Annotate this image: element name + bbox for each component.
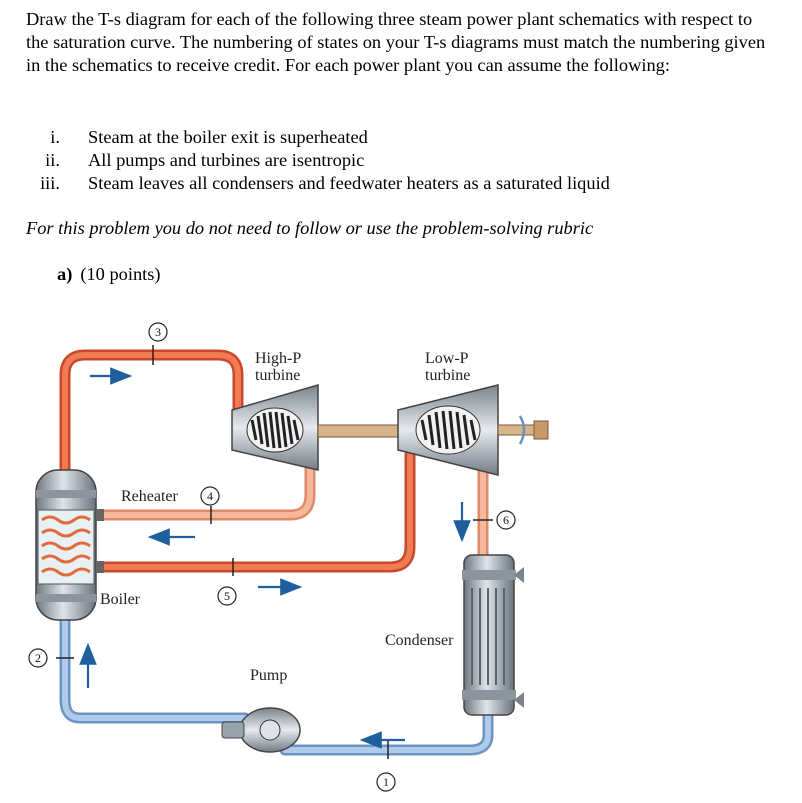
condenser (462, 554, 524, 716)
rubric-note: For this problem you do not need to foll… (26, 218, 594, 238)
pump-label: Pump (250, 667, 287, 684)
condenser-to-pump-pipe (279, 706, 494, 756)
power-plant-schematic: 3 4 5 6 2 1 High-P turbine Low-P turbine… (28, 322, 549, 792)
part-label: a) (57, 264, 73, 284)
assumption-text: All pumps and turbines are isentropic (88, 150, 365, 170)
hp-turbine-label-line1: High-P (255, 350, 301, 367)
flow-arrows (79, 367, 471, 749)
pump-to-boiler-pipe (59, 604, 251, 724)
boiler (35, 469, 104, 621)
part-points: (10 points) (80, 264, 161, 284)
part-heading: a) (10 points) (57, 264, 161, 285)
assumption-number: ii. (45, 150, 60, 170)
pump (221, 707, 301, 753)
assumption-number: iii. (40, 173, 60, 193)
feedwater-pipes (59, 604, 494, 756)
problem-intro: Draw the T-s diagram for each of the fol… (26, 9, 766, 75)
state-6-label: 6 (503, 513, 509, 527)
assumption-item: ii. All pumps and turbines are isentropi… (26, 149, 766, 172)
state-3-label: 3 (155, 325, 161, 339)
assumption-text: Steam leaves all condensers and feedwate… (88, 173, 610, 193)
state-1-label: 1 (383, 775, 389, 789)
hp-to-reheater-pipe (94, 449, 316, 521)
assumption-list: i. Steam at the boiler exit is superheat… (26, 126, 766, 195)
state-2-label: 2 (35, 651, 41, 665)
turbine-shaft (317, 424, 399, 438)
lp-turbine-label-line2: turbine (425, 367, 470, 384)
assumption-item: i. Steam at the boiler exit is superheat… (26, 126, 766, 149)
condenser-label: Condenser (385, 632, 454, 649)
lp-turbine (397, 384, 549, 476)
assumption-text: Steam at the boiler exit is superheated (88, 127, 368, 147)
state-markers (28, 322, 516, 792)
assumption-number: i. (50, 127, 60, 147)
hp-turbine (231, 384, 319, 471)
assumption-item: iii. Steam leaves all condensers and fee… (26, 172, 766, 195)
hp-turbine-label-line2: turbine (255, 367, 300, 384)
reheater-label: Reheater (121, 488, 179, 505)
state-4-label: 4 (207, 489, 213, 503)
boiler-to-hp-pipe (59, 349, 244, 486)
state-5-label: 5 (224, 589, 230, 603)
boiler-label: Boiler (100, 591, 141, 608)
steam-pipes (59, 349, 489, 573)
state-ticks (56, 345, 493, 759)
lp-turbine-label-line1: Low-P (425, 350, 469, 367)
